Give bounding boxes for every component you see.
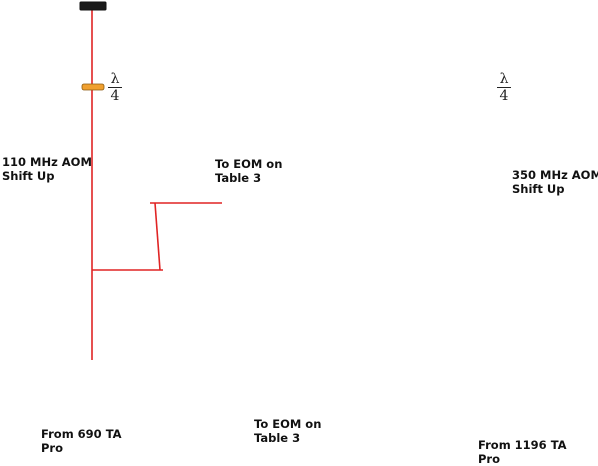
right-waveplate-denominator: 4	[499, 88, 509, 104]
left-waveplate-numerator: λ	[108, 72, 122, 88]
left-beam-path	[91, 10, 222, 360]
right-waveplate-label: λ 4	[497, 72, 511, 103]
left-beam-mirror-to-mirror	[154, 202, 161, 271]
left-quarter-waveplate	[81, 83, 105, 91]
right-waveplate-numerator: λ	[497, 72, 511, 88]
left-setup	[79, 1, 222, 360]
left-waveplate-denominator: 4	[110, 88, 120, 104]
left-waveplate-label: λ 4	[108, 72, 122, 103]
left-end-mirror	[79, 1, 107, 11]
